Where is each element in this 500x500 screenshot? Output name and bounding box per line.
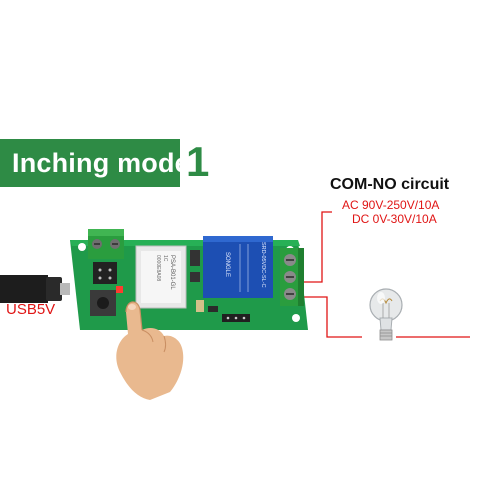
- relay-board-icon: PSA-B01-GL 1C 0000E8A08 SRD-05VDC-SL-C S…: [70, 229, 308, 330]
- circuit-title: COM-NO circuit: [330, 176, 450, 193]
- usb-label: USB5V: [6, 301, 56, 318]
- mode-number: 1: [186, 138, 210, 185]
- relay-model: SRD-05VDC-SL-C: [260, 242, 266, 288]
- module-text-1: PSA-B01-GL: [169, 255, 175, 290]
- right-terminal-block: [280, 248, 304, 306]
- dc-spec: DC 0V-30V/10A: [352, 212, 437, 226]
- usb-cable-icon: [0, 275, 70, 303]
- mode-title: Inching mode: [12, 147, 190, 178]
- left-terminal-block: [88, 229, 124, 259]
- relay-brand: SONGLE: [224, 252, 230, 277]
- relay: SRD-05VDC-SL-C SONGLE: [203, 236, 273, 298]
- module-text-2: 1C: [162, 255, 168, 262]
- lightbulb-icon: [369, 288, 403, 341]
- ac-spec: AC 90V-250V/10A: [342, 198, 440, 212]
- hand-icon: [116, 301, 184, 400]
- wifi-module: PSA-B01-GL 1C 0000E8A08: [135, 245, 187, 309]
- circuit-wires: [302, 211, 470, 338]
- module-text-3: 0000E8A08: [155, 255, 161, 281]
- mode-banner: Inching mode: [0, 139, 190, 187]
